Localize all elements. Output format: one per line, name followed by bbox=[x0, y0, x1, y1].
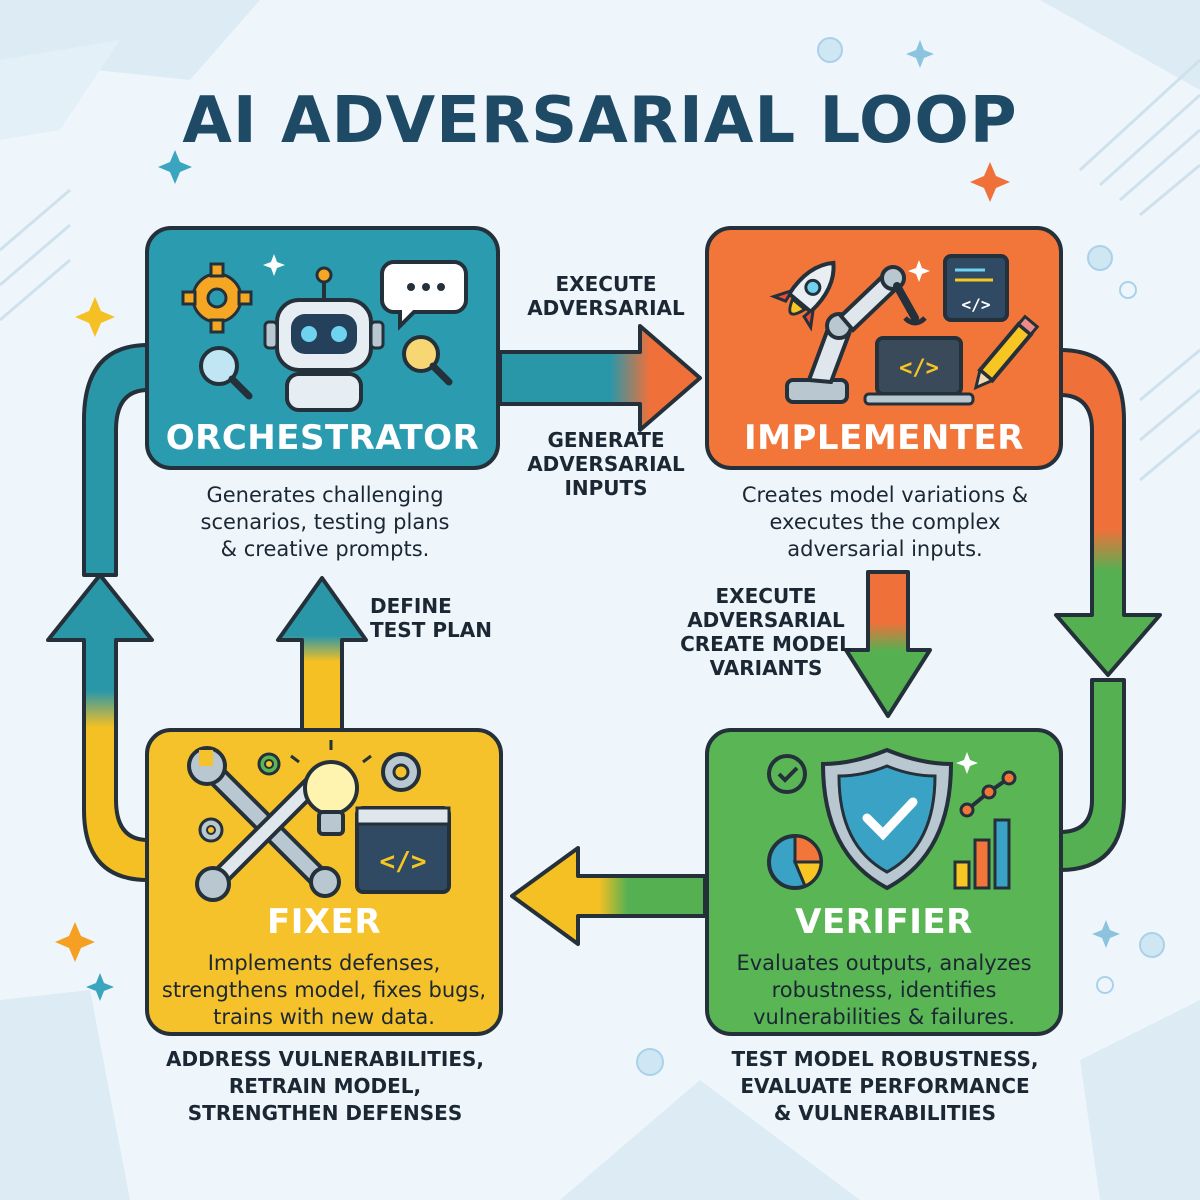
gear-icon bbox=[257, 752, 281, 776]
svg-text:</>: </> bbox=[380, 847, 427, 877]
implementer-description: Creates model variations & executes the … bbox=[741, 483, 1029, 561]
laptop-code-icon: </> bbox=[863, 336, 975, 406]
code-window-icon: </> bbox=[943, 254, 1009, 322]
check-circle-icon bbox=[767, 754, 807, 794]
shield-check-icon bbox=[820, 747, 954, 891]
pencil-icon bbox=[973, 314, 1040, 391]
gear-icon bbox=[181, 262, 253, 334]
edge-label-implementer-to-verifier: EXECUTE ADVERSARIAL CREATE MODEL VARIANT… bbox=[680, 584, 852, 680]
verifier-card: VERIFIER Evaluates outputs, analyzes rob… bbox=[705, 728, 1063, 1036]
sparkle-icon bbox=[956, 752, 978, 774]
arrow-orchestrator-start-segment bbox=[82, 343, 150, 577]
verifier-footer: TEST MODEL ROBUSTNESS, EVALUATE PERFORMA… bbox=[731, 1047, 1039, 1125]
code-window-icon: </> bbox=[355, 806, 451, 894]
rocket-icon bbox=[769, 260, 836, 332]
orchestrator-description: Generates challenging scenarios, testing… bbox=[200, 483, 450, 561]
sparkle-icon bbox=[906, 40, 934, 68]
robot-arm-icon bbox=[785, 265, 927, 404]
edge-label-fixer-to-orchestrator: DEFINE TEST PLAN bbox=[370, 594, 492, 642]
edge-label-orchestrator-to-implementer-bottom: GENERATE ADVERSARIAL INPUTS bbox=[527, 428, 685, 500]
svg-text:</>: </> bbox=[962, 295, 991, 314]
magnifier-icon bbox=[402, 335, 453, 386]
chat-bubble-icon bbox=[380, 260, 468, 331]
arrow-fixer-to-orchestrator-inner bbox=[276, 576, 368, 732]
orchestrator-title: ORCHESTRATOR bbox=[165, 418, 480, 458]
sparkle-icon bbox=[158, 150, 192, 184]
sparkle-icon bbox=[263, 254, 285, 276]
arrow-verifier-to-fixer bbox=[510, 846, 707, 946]
loop-arrows bbox=[46, 324, 1162, 946]
arrow-fixer-to-orchestrator-outer bbox=[46, 573, 154, 882]
svg-text:</>: </> bbox=[899, 356, 939, 381]
verifier-title: VERIFIER bbox=[795, 902, 973, 942]
edge-label-orchestrator-to-implementer-top: EXECUTE ADVERSARIAL bbox=[527, 272, 685, 320]
sparkle-icon bbox=[86, 973, 114, 1001]
magnifier-icon bbox=[199, 346, 253, 400]
orchestrator-card: ORCHESTRATOR bbox=[145, 226, 500, 470]
pie-chart-icon bbox=[767, 834, 823, 890]
sparkle-icon bbox=[55, 922, 95, 962]
sparkle-icon bbox=[970, 162, 1010, 202]
fixer-title: FIXER bbox=[267, 902, 381, 942]
page-title: AI ADVERSARIAL LOOP bbox=[182, 84, 1018, 158]
fixer-footer: ADDRESS VULNERABILITIES, RETRAIN MODEL, … bbox=[166, 1047, 484, 1125]
fixer-card: </> FIXER Implements defenses, strengthe… bbox=[145, 728, 503, 1036]
verifier-description: Evaluates outputs, analyzes robustness, … bbox=[736, 951, 1032, 1029]
arrow-orchestrator-to-implementer bbox=[498, 324, 702, 432]
bar-chart-icon bbox=[953, 818, 1011, 890]
arrow-implementer-to-verifier-middle bbox=[844, 570, 932, 718]
arrow-verifier-return-segment bbox=[1058, 678, 1126, 872]
gear-icon bbox=[198, 817, 224, 843]
arrow-implementer-to-verifier-outer bbox=[1054, 348, 1162, 677]
sparkle-icon bbox=[1092, 920, 1120, 948]
sparkle-icon bbox=[75, 297, 115, 337]
line-graph-icon bbox=[959, 770, 1017, 818]
implementer-card: </> </> IMPLEMENTER bbox=[705, 226, 1063, 470]
implementer-title: IMPLEMENTER bbox=[744, 418, 1024, 458]
gear-icon bbox=[381, 752, 421, 792]
sparkle-icon bbox=[908, 260, 930, 282]
lightbulb-icon bbox=[290, 740, 372, 836]
robot-icon bbox=[263, 266, 385, 412]
fixer-description: Implements defenses, strengthens model, … bbox=[161, 951, 487, 1029]
